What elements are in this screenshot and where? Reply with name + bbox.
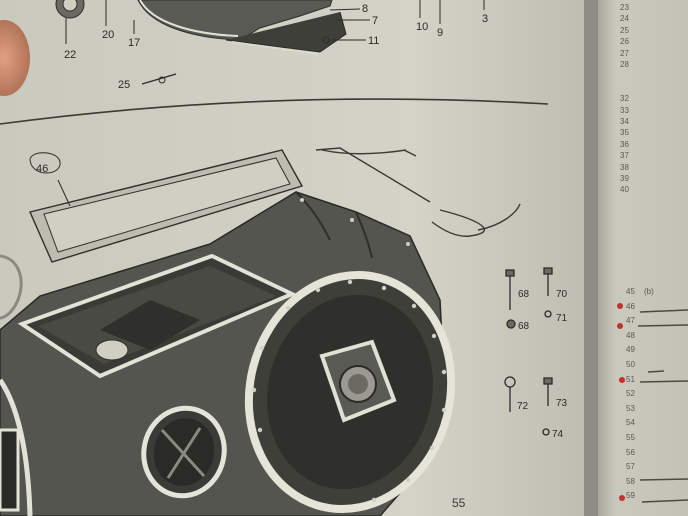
right-index-number: 24 xyxy=(620,14,629,24)
part-label-72: 72 xyxy=(517,401,529,412)
right-index-number: 35 xyxy=(620,128,629,138)
right-index-number: 59 xyxy=(626,491,635,501)
part-label-46: 46 xyxy=(36,163,49,175)
thumb xyxy=(0,20,30,96)
right-index-number: 58 xyxy=(626,476,635,486)
part-label-20: 20 xyxy=(102,29,115,41)
right-index-number: 23 xyxy=(620,3,629,12)
right-page-lines xyxy=(637,309,688,503)
chain-and-key xyxy=(315,147,521,237)
small-parts-68-74 xyxy=(504,267,553,436)
right-index-number: 51 xyxy=(626,374,635,384)
right-index-number: 40 xyxy=(620,185,629,195)
part-label-9: 9 xyxy=(437,27,444,39)
right-index-number: 26 xyxy=(620,37,629,47)
right-index-number: 50 xyxy=(626,360,635,369)
right-index-number: 39 xyxy=(620,174,629,183)
red-markers xyxy=(617,303,625,501)
right-index-number: 47 xyxy=(626,316,635,326)
part-label-8: 8 xyxy=(362,3,369,15)
gearbox-housing xyxy=(0,191,456,516)
right-index-number: 32 xyxy=(620,94,629,104)
top-housing-fragment xyxy=(55,0,485,85)
right-header: (b) xyxy=(644,287,654,296)
right-index-number: 57 xyxy=(626,462,635,472)
gasket-46 xyxy=(29,149,304,263)
right-index-number: 28 xyxy=(620,60,629,69)
right-index-number: 53 xyxy=(626,403,635,413)
right-index-number: 25 xyxy=(620,25,629,35)
right-page xyxy=(598,0,688,516)
part-label-7: 7 xyxy=(372,15,379,27)
right-index-number: 34 xyxy=(620,117,629,126)
right-index-number: 27 xyxy=(620,48,629,58)
page-number: 55 xyxy=(452,496,466,510)
part-label-3: 3 xyxy=(482,13,489,25)
part-label-73: 73 xyxy=(556,398,568,409)
right-index-number: 37 xyxy=(620,151,629,161)
part-label-11: 11 xyxy=(368,35,380,47)
part-label-22: 22 xyxy=(64,49,77,61)
right-index-number: 52 xyxy=(626,389,635,399)
right-index-number: 55 xyxy=(626,433,635,442)
right-index-number: 49 xyxy=(626,345,635,355)
part-label-68b: 68 xyxy=(518,321,530,332)
section-divider xyxy=(0,98,549,125)
part-label-68a: 68 xyxy=(518,289,530,300)
part-label-70: 70 xyxy=(556,289,568,300)
part-label-17: 17 xyxy=(128,37,141,49)
right-index-number: 36 xyxy=(620,139,629,149)
part-label-25: 25 xyxy=(118,79,131,91)
right-index-number: 45 xyxy=(626,287,635,296)
part-label-71: 71 xyxy=(556,313,568,324)
book-gutter xyxy=(584,0,598,516)
right-index-number: 48 xyxy=(626,330,635,340)
right-index-number: 46 xyxy=(626,301,635,311)
right-index-number: 54 xyxy=(626,418,635,428)
right-index-number: 56 xyxy=(626,447,635,457)
right-index-number: 38 xyxy=(620,162,629,172)
part-label-74: 74 xyxy=(552,429,564,440)
right-index-number: 33 xyxy=(620,105,629,115)
part-label-10: 10 xyxy=(416,21,429,33)
